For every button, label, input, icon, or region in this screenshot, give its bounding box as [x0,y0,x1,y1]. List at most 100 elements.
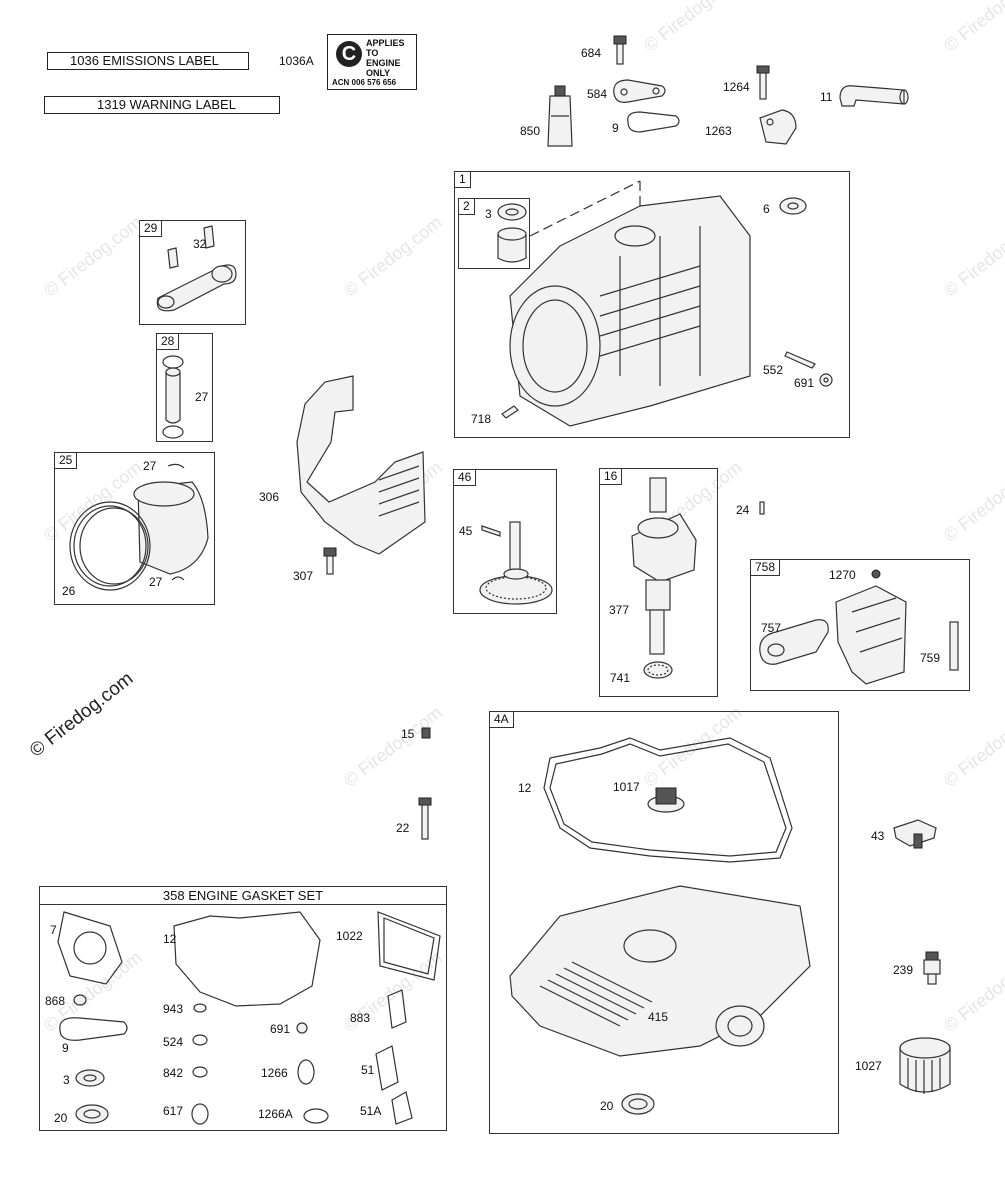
group-bearing[interactable]: 2 [458,198,530,269]
washer-icon[interactable] [818,372,834,388]
group-cylinder[interactable]: 1 [454,171,850,438]
part-label-617[interactable]: 617 [163,1104,184,1118]
group-tag: 25 [54,452,78,469]
part-label-691[interactable]: 691 [270,1022,291,1036]
part-label-3[interactable]: 3 [485,207,492,221]
camshaft-gear-icon [479,521,553,605]
oil-fill-cap-icon [647,787,685,813]
part-label-12[interactable]: 12 [518,781,532,795]
bolt-icon[interactable] [610,35,630,66]
part-label-1036a[interactable]: 1036A [279,54,314,68]
part-label-12[interactable]: 12 [163,932,177,946]
dowel-pin-icon[interactable] [500,404,520,420]
bolt-icon[interactable] [322,547,338,576]
sump-housing-icon [509,885,811,1057]
blower-housing-shield-icon[interactable] [295,372,435,562]
part-label-1270[interactable]: 1270 [829,568,856,582]
part-label-1263[interactable]: 1263 [705,124,732,138]
watermark: © Firedog.com [940,212,1005,301]
connecting-rod-icon [156,225,237,312]
part-label-27[interactable]: 27 [195,390,209,404]
part-label-691[interactable]: 691 [794,376,815,390]
oil-seal-icon [621,1093,655,1115]
breather-gasket-icon[interactable] [624,108,684,134]
bolt-icon[interactable] [418,797,432,840]
nut-icon[interactable] [420,726,432,740]
part-label-6[interactable]: 6 [763,202,770,216]
warning-label-box[interactable]: 1319 WARNING LABEL [44,96,280,114]
part-label-377[interactable]: 377 [609,603,630,617]
group-wrist-pin[interactable]: 28 [156,333,213,442]
part-label-22[interactable]: 22 [396,821,410,835]
part-label-15[interactable]: 15 [401,727,415,741]
part-label-9[interactable]: 9 [62,1041,69,1055]
part-label-27[interactable]: 27 [149,575,163,589]
part-label-7[interactable]: 7 [50,923,57,937]
pin-icon[interactable] [758,500,766,516]
part-label-3[interactable]: 3 [63,1073,70,1087]
part-label-759[interactable]: 759 [920,651,941,665]
part-label-20[interactable]: 20 [600,1099,614,1113]
part-label-883[interactable]: 883 [350,1011,371,1025]
group-governor[interactable]: 758 [750,559,970,691]
emissions-label-box[interactable]: 1036 EMISSIONS LABEL [47,52,249,70]
part-label-24[interactable]: 24 [736,503,750,517]
bolt-icon[interactable] [755,65,771,100]
watermark: © Firedog.com [40,212,146,301]
part-label-43[interactable]: 43 [871,829,885,843]
part-label-1017[interactable]: 1017 [613,780,640,794]
breather-tube-icon[interactable] [836,80,912,110]
part-label-943[interactable]: 943 [163,1002,184,1016]
part-label-524[interactable]: 524 [163,1035,184,1049]
part-label-552[interactable]: 552 [763,363,784,377]
part-label-1022[interactable]: 1022 [336,929,363,943]
watermark: © Firedog.com [940,947,1005,1036]
part-label-32[interactable]: 32 [193,237,207,251]
oil-filter-icon[interactable] [896,1034,954,1098]
group-gasket-set[interactable]: 358 ENGINE GASKET SET [39,886,447,1131]
watermark: © Firedog.com [940,0,1005,56]
part-label-1027[interactable]: 1027 [855,1059,882,1073]
group-tag: 16 [599,468,623,485]
part-label-850[interactable]: 850 [520,124,541,138]
dowel-pin-icon[interactable] [784,346,821,370]
part-label-20[interactable]: 20 [54,1111,68,1125]
part-label-307[interactable]: 307 [293,569,314,583]
part-label-45[interactable]: 45 [459,524,473,538]
breather-cover-icon[interactable] [610,76,670,106]
oil-sensor-icon[interactable] [890,814,942,850]
group-piston[interactable]: 25 [54,452,215,605]
washer-icon[interactable] [778,196,808,216]
part-label-415[interactable]: 415 [648,1010,669,1024]
part-label-27[interactable]: 27 [143,459,157,473]
part-label-11[interactable]: 11 [820,90,833,104]
group-crankshaft[interactable]: 16 [599,468,718,697]
sealant-tube-icon[interactable] [542,85,578,150]
group-tag: 1 [454,171,471,188]
part-label-584[interactable]: 584 [587,87,608,101]
part-label-51[interactable]: 51 [361,1063,375,1077]
part-label-842[interactable]: 842 [163,1066,184,1080]
group-tag: 29 [139,220,163,237]
group-tag: 758 [750,559,781,576]
part-label-868[interactable]: 868 [45,994,66,1008]
part-label-26[interactable]: 26 [62,584,76,598]
part-label-684[interactable]: 684 [581,46,602,60]
part-label-1264[interactable]: 1264 [723,80,750,94]
plate-icon[interactable] [756,108,800,148]
wrist-pin-icon [162,355,184,439]
group-sump[interactable]: 4A [489,711,839,1134]
part-label-306[interactable]: 306 [259,490,280,504]
group-camshaft[interactable]: 46 [453,469,557,614]
group-connecting-rod[interactable]: 29 [139,220,246,325]
part-label-757[interactable]: 757 [761,621,782,635]
emissions-badge[interactable]: C APPLIES TO ENGINE ONLY ACN 006 576 656 [327,34,417,90]
part-label-1266a[interactable]: 1266A [258,1107,293,1121]
part-label-741[interactable]: 741 [610,671,631,685]
part-label-9[interactable]: 9 [612,121,619,135]
part-label-239[interactable]: 239 [893,963,914,977]
part-label-1266[interactable]: 1266 [261,1066,288,1080]
part-label-51a[interactable]: 51A [360,1104,382,1118]
part-label-718[interactable]: 718 [471,412,492,426]
pressure-switch-icon[interactable] [920,951,946,986]
